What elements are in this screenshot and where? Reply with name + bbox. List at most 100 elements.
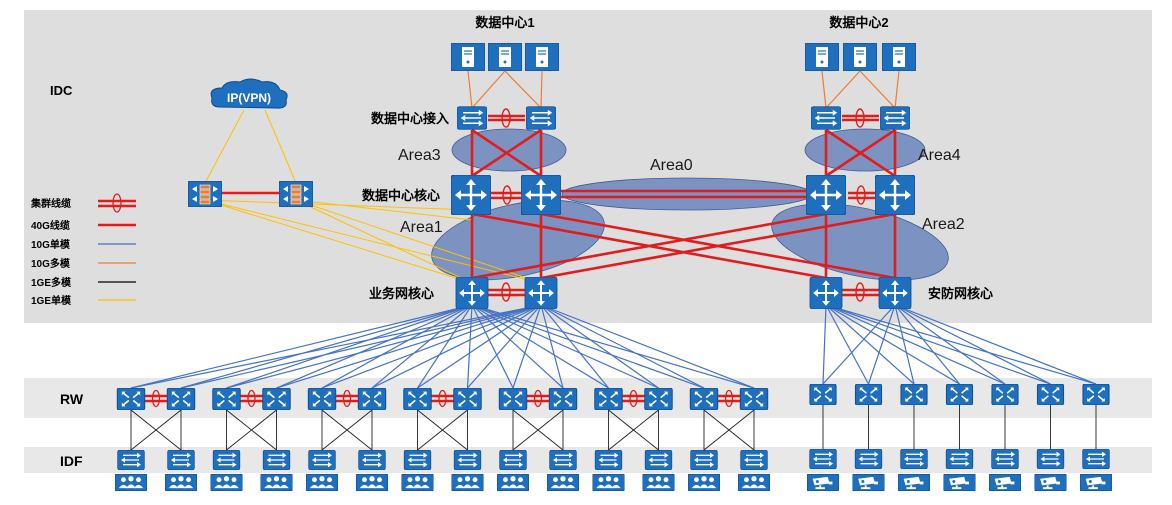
server-icon <box>451 43 485 71</box>
rw-label: RW <box>60 391 84 407</box>
router-icon <box>455 277 489 309</box>
legend-label: 集群线缆 <box>30 197 71 210</box>
switch-icon <box>117 450 145 470</box>
legend-label: 1GE多模 <box>31 276 72 289</box>
area1-ellipse <box>431 199 605 281</box>
aggregation-switch-icon <box>211 388 242 410</box>
switch-icon <box>499 450 527 470</box>
switch-icon <box>1036 449 1065 469</box>
switch-icon <box>854 449 883 469</box>
area4-label: Area4 <box>918 147 961 164</box>
vpn-cloud-label: IP(VPN) <box>227 91 271 105</box>
switch-icon <box>167 450 195 470</box>
router-icon <box>806 175 846 215</box>
aggregation-switch-icon <box>593 388 624 410</box>
switch-icon <box>945 449 974 469</box>
router-icon <box>521 175 561 215</box>
server-icon <box>488 43 522 71</box>
aggregation-switch-icon <box>402 388 433 410</box>
switch-icon <box>900 449 928 469</box>
switch-icon <box>358 450 386 470</box>
switch-icon <box>991 449 1019 469</box>
switch-icon <box>811 106 841 130</box>
router-icon <box>524 277 558 309</box>
legend-cluster-icon <box>112 193 122 213</box>
aggregation-switch-icon <box>739 388 769 410</box>
legend: 集群线缆 40G线缆 10G单模 10G多模 1GE多模 1GE单模 <box>30 193 136 307</box>
switch-icon <box>212 450 241 470</box>
users-icon <box>642 474 675 491</box>
switch-icon <box>809 449 837 469</box>
users-icon <box>592 474 625 491</box>
firewall-icon <box>188 181 222 207</box>
switch-icon <box>526 106 556 130</box>
router-icon <box>875 175 915 215</box>
legend-label: 40G线缆 <box>31 219 70 232</box>
dc1-label: 数据中心1 <box>475 15 534 30</box>
switch-icon <box>549 450 577 470</box>
area0-label: Area0 <box>650 157 693 174</box>
aggregation-switch-icon <box>643 388 674 410</box>
aggregation-switch-icon <box>689 388 719 410</box>
aggregation-switch-icon <box>357 388 387 410</box>
aggregation-switch-icon <box>116 388 146 410</box>
server-icon <box>525 43 559 71</box>
idc-zone <box>24 10 1152 323</box>
users-icon <box>356 474 388 491</box>
router-icon <box>451 175 491 215</box>
switch-icon <box>594 450 623 470</box>
aggregation-switch-icon <box>809 384 837 405</box>
firewall-icon <box>279 181 313 207</box>
aggregation-switch-icon <box>1036 384 1065 405</box>
camera-icon <box>898 474 930 491</box>
aggregation-switch-icon <box>261 388 292 410</box>
camera-icon <box>989 474 1021 491</box>
switch-icon <box>262 450 291 470</box>
users-icon <box>165 474 197 491</box>
users-icon <box>260 474 293 491</box>
aggregation-switch-icon <box>307 388 337 410</box>
legend-label: 1GE单模 <box>31 294 72 307</box>
cloud-icon: IP(VPN) <box>210 78 288 109</box>
legend-label: 10G多模 <box>31 257 71 270</box>
switch-icon <box>740 450 768 470</box>
aggregation-switch-icon <box>548 388 578 410</box>
users-icon <box>401 474 434 491</box>
camera-icon <box>1080 474 1112 491</box>
aggregation-switch-icon <box>452 388 483 410</box>
switch-icon <box>457 106 487 130</box>
camera-icon <box>852 474 885 491</box>
dc-access-label: 数据中心接入 <box>371 111 449 126</box>
idc-label: IDC <box>50 83 73 98</box>
aggregation-switch-icon <box>854 384 883 405</box>
area2-label: Area2 <box>922 216 965 233</box>
users-icon <box>451 474 484 491</box>
users-icon <box>688 474 720 491</box>
users-icon <box>210 474 243 491</box>
aggregation-switch-icon <box>900 384 928 405</box>
aggregation-switch-icon <box>166 388 196 410</box>
users-icon <box>497 474 529 491</box>
aggregation-switch-icon <box>991 384 1019 405</box>
users-icon <box>306 474 338 491</box>
camera-icon <box>807 474 839 491</box>
router-icon <box>809 277 843 309</box>
router-icon <box>878 277 912 309</box>
server-icon <box>805 43 839 71</box>
switch-icon <box>690 450 718 470</box>
dc-core-label: 数据中心核心 <box>362 188 440 203</box>
sec-core-label: 安防网核心 <box>928 286 993 301</box>
legend-label: 10G单模 <box>31 238 71 251</box>
area1-label: Area1 <box>400 219 443 236</box>
dc2-label: 数据中心2 <box>829 15 888 30</box>
switch-icon <box>1082 449 1110 469</box>
users-icon <box>738 474 770 491</box>
users-icon <box>115 474 147 491</box>
idf-label: IDF <box>60 453 83 469</box>
biz-core-label: 业务网核心 <box>369 286 434 301</box>
switch-icon <box>880 106 910 130</box>
switch-icon <box>308 450 336 470</box>
aggregation-switch-icon <box>945 384 974 405</box>
